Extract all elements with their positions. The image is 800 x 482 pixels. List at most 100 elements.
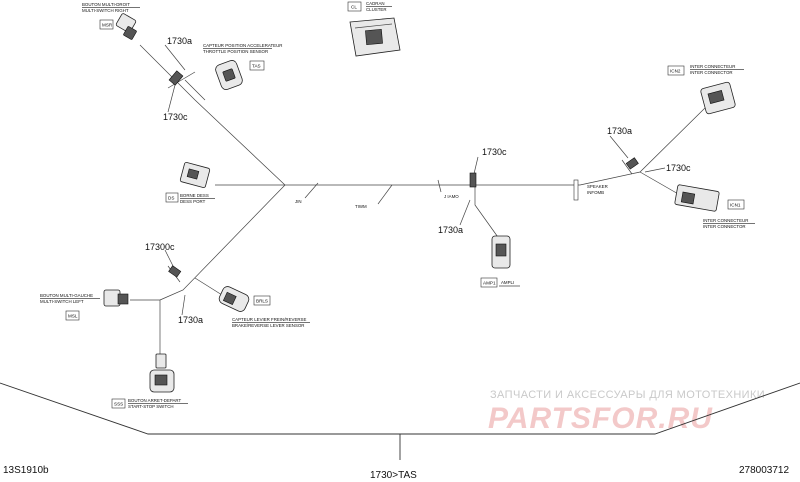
- diag-code-box: [165, 192, 179, 203]
- diag-code: DS: [168, 196, 174, 201]
- msl-label-fr: BOUTON MULTI-GAUCHE: [40, 293, 93, 298]
- wire-to-msr: [139, 44, 286, 186]
- wire-mark-1: JIN: [295, 199, 302, 204]
- icn2-label-fr: INTER CONNECTEUR: [690, 64, 735, 69]
- footer-left-ref: 13S1910b: [3, 465, 49, 476]
- diag-connector-icon: [179, 162, 211, 188]
- wire-mark-3: J IAMO: [444, 194, 459, 199]
- sss-code: SSS: [114, 402, 123, 407]
- wire-mark-5: INFOMB: [587, 190, 604, 195]
- brake-label-en: BRAKE/REVERSE LEVER SENSOR: [232, 323, 304, 328]
- bottom-frame: [0, 382, 800, 460]
- msr-code-box: [99, 19, 114, 30]
- tps-label-en: THROTTLE POSITION SENSOR: [203, 49, 268, 54]
- footer-right-ref: 278003712: [739, 465, 789, 476]
- clip-right: [625, 157, 639, 170]
- msl-connector-icon: [103, 289, 129, 307]
- sss-code-box: [111, 398, 126, 409]
- msr-connector-icon: [115, 13, 137, 40]
- icn1-code: ICN1: [730, 203, 741, 208]
- tick-m1: [304, 182, 319, 199]
- msr-label-fr: BOUTON MULTI-DROIT: [82, 2, 130, 7]
- msl-code-box: [65, 310, 80, 321]
- frame-outline: [0, 382, 800, 435]
- component-msr: BOUTON MULTI-DROIT MULTI-SWITCH RIGHT MS…: [82, 2, 140, 40]
- callouts: 1730a 1730c 1730c 1730a 1730a 1730c 1730…: [145, 36, 691, 325]
- brake-connector-icon: [218, 286, 250, 312]
- footer-center-ref: 1730>TAS: [370, 470, 417, 481]
- diag-label-en: DESS PORT: [180, 199, 206, 204]
- wire-to-icn1: [639, 171, 681, 196]
- cluster-connector-icon: [349, 17, 401, 57]
- icn2-label-en: INTER CONNECTOR: [690, 70, 733, 75]
- component-diag: DS BORNE DESS DESS PORT: [165, 162, 215, 204]
- sss-label-fr: BOUTON ARRET-DEPART: [128, 398, 182, 403]
- sss-label-en: START-STOP SWITCH: [128, 404, 174, 409]
- icn1-code-box: [727, 199, 745, 210]
- icn2-connector-icon: [700, 81, 736, 115]
- leader-c8: [181, 294, 186, 316]
- msr-code: MSR: [102, 23, 113, 28]
- msl-code: MSL: [68, 314, 78, 319]
- callout-1: 1730a: [167, 36, 192, 46]
- callout-7: 17300c: [145, 242, 175, 252]
- watermark: ЗАПЧАСТИ И АКСЕССУАРЫ ДЛЯ МОТОТЕХНИКИ PA…: [488, 389, 765, 435]
- component-brake: BRLS CAPTEUR LEVIER FREIN/REVERSE BRAKE/…: [218, 286, 310, 328]
- icn1-label-en: INTER CONNECTOR: [703, 224, 746, 229]
- msr-label-en: MULTI-SWITCH RIGHT: [82, 8, 129, 13]
- wire-to-amp: [474, 185, 501, 241]
- harness-wires: [130, 44, 706, 355]
- component-icn1: ICN1 INTER CONNECTEUR INTER CONNECTOR: [674, 184, 755, 229]
- icn1-connector-icon: [674, 184, 720, 212]
- cluster-label-en: CLUSTER: [366, 7, 387, 12]
- tps-code: TAS: [252, 64, 261, 69]
- amp-label: AMPLI: [501, 280, 514, 285]
- tps-code-box: [249, 60, 265, 71]
- tick-m3: [437, 179, 442, 193]
- callout-6: 1730c: [666, 163, 691, 173]
- harness-clips: [168, 70, 639, 278]
- amp-code-box: [480, 277, 498, 288]
- leader-c5: [459, 199, 471, 226]
- leader-c1: [164, 44, 186, 71]
- clip-lower: [168, 265, 182, 278]
- callout-3: 1730c: [482, 147, 507, 157]
- brake-code-box: [253, 295, 271, 306]
- component-icn2: ICN2 INTER CONNECTEUR INTER CONNECTOR: [667, 64, 744, 115]
- component-cluster: CL CADRAN CLUSTER: [347, 1, 401, 57]
- wire-mark-2: TIWM: [355, 204, 367, 209]
- tape-right: [573, 179, 579, 201]
- callout-4: 1730a: [607, 126, 632, 136]
- cluster-label-fr: CADRAN: [366, 1, 385, 6]
- leader-c2: [167, 84, 176, 113]
- watermark-logo: PARTSFOR.RU: [488, 402, 713, 435]
- wire-marks: JIN TIWM J IAMO SPEAKER INFOMB: [295, 184, 608, 209]
- tps-connector-icon: [215, 60, 243, 90]
- callout-5: 1730a: [438, 225, 463, 235]
- leader-c4: [609, 135, 629, 159]
- sss-connector-icon: [149, 353, 175, 393]
- component-amp: AMP1 AMPLI: [480, 235, 520, 288]
- wire-upper-clip: [167, 71, 196, 89]
- cluster-code-box: [347, 1, 362, 12]
- tps-label-fr: CAPTEUR POSITION ACCELERATEUR: [203, 43, 282, 48]
- wire-tps-stub: [184, 79, 206, 101]
- footer-refs: 13S1910b 1730>TAS 278003712: [3, 465, 789, 481]
- brake-label-fr: CAPTEUR LEVIER FREIN/REVERSE: [232, 317, 306, 322]
- component-msl: BOUTON MULTI-GAUCHE MULTI-SWITCH LEFT MS…: [40, 289, 129, 321]
- cluster-code: CL: [351, 5, 357, 10]
- component-tps: CAPTEUR POSITION ACCELERATEUR THROTTLE P…: [203, 43, 282, 90]
- clip-center: [469, 172, 477, 188]
- callout-2: 1730c: [163, 112, 188, 122]
- brake-code: BRLS: [256, 299, 268, 304]
- icn1-label-fr: INTER CONNECTEUR: [703, 218, 748, 223]
- tick-m2: [377, 184, 393, 205]
- watermark-line1: ЗАПЧАСТИ И АКСЕССУАРЫ ДЛЯ МОТОТЕХНИКИ: [490, 389, 765, 401]
- amp-code: AMP1: [483, 281, 496, 286]
- diag-label-fr: BORNE DESS: [180, 193, 209, 198]
- callout-8: 1730a: [178, 315, 203, 325]
- wire-lower-branch: [159, 184, 286, 301]
- msl-label-en: MULTI-SWITCH LEFT: [40, 299, 84, 304]
- wire-mark-4: SPEAKER: [587, 184, 608, 189]
